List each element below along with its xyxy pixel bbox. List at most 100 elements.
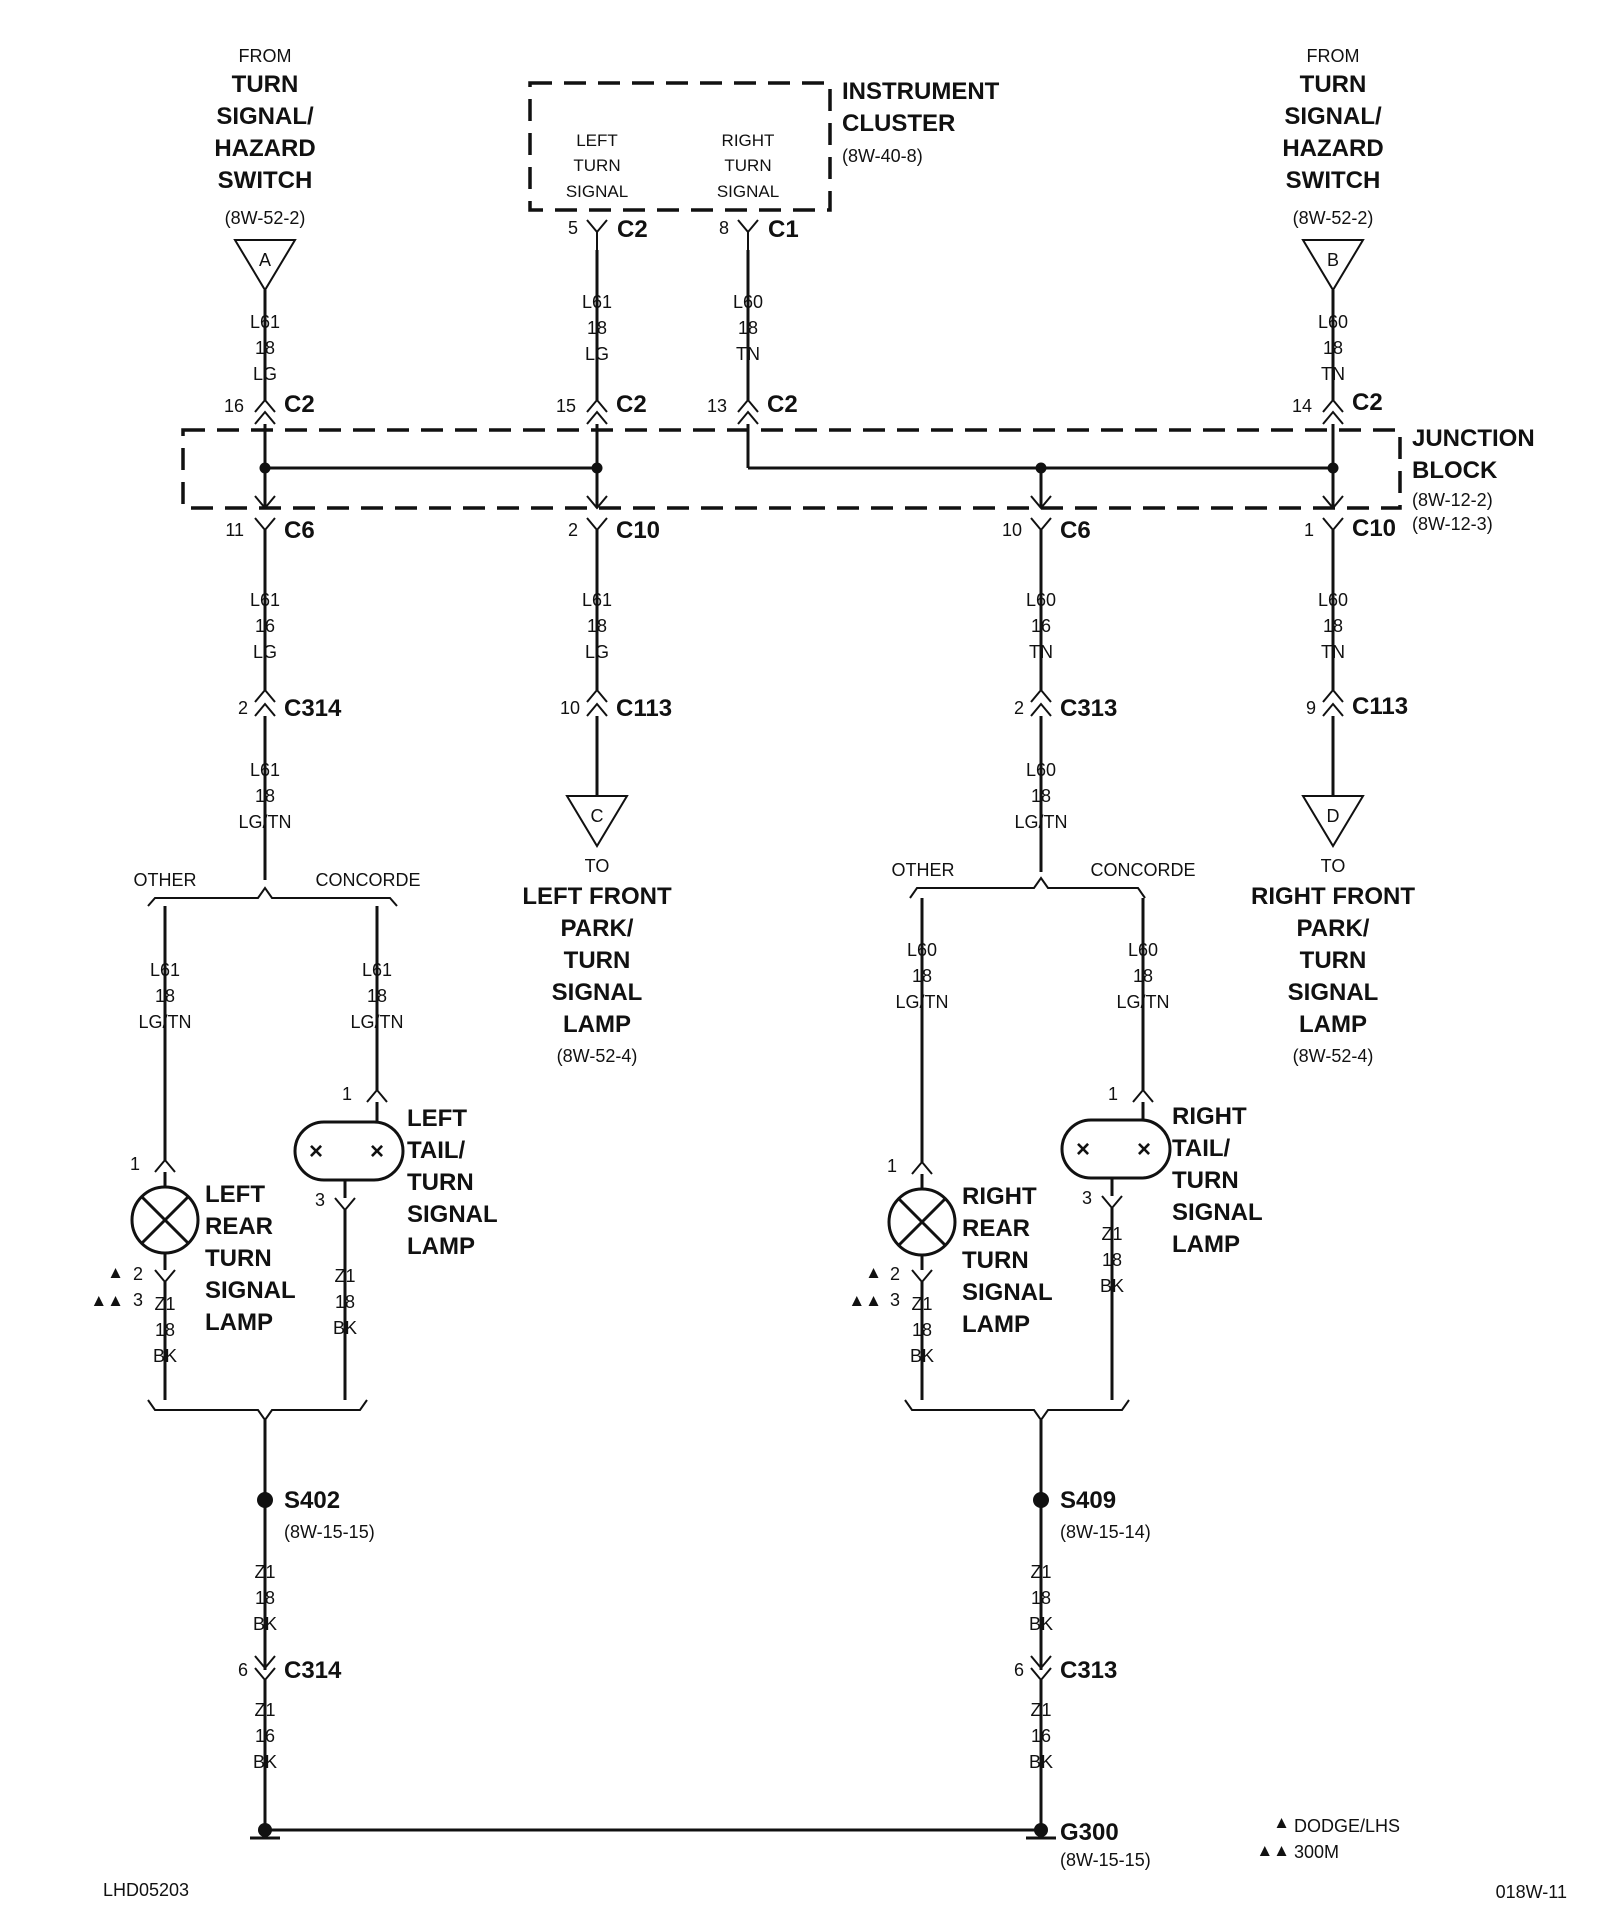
connector-symbol [254,688,276,717]
connector-symbol [154,1269,176,1284]
pin-label: 3 [890,1290,900,1310]
wire-label: L60 18 TN [733,292,763,364]
junction-title: BLOCK [1412,457,1498,484]
lamp-name: TURN [962,1247,1029,1274]
connector-symbol [1101,1195,1123,1210]
splice-ref: (8W-15-14) [1060,1522,1151,1542]
lamp-name: REAR [205,1213,273,1240]
svg-text:18: 18 [255,786,275,806]
wire-label: Z1 16 BK [253,1700,277,1772]
filament-x-icon: × [1076,1136,1090,1163]
lamp-name: RIGHT [962,1183,1037,1210]
svg-text:18: 18 [255,338,275,358]
svg-text:LG/TN: LG/TN [895,992,948,1012]
connector-symbol [1322,688,1344,717]
left-rear-branch: L61 18 LG/TN OTHER CONCORDE L61 18 LG/TN… [90,716,498,1422]
from-label: FROM [239,46,292,66]
svg-text:BK: BK [910,1346,934,1366]
svg-text:Z1: Z1 [254,1700,275,1720]
connector-label: C313 [1060,695,1117,722]
right-turn-label: SIGNAL [717,182,779,201]
from-label: FROM [1307,46,1360,66]
right-turn-label: TURN [724,156,771,175]
lamp-name: SIGNAL [1288,979,1379,1006]
lamp-name: LAMP [563,1011,631,1038]
pin-label: 1 [342,1084,352,1104]
left-tail-lamp-housing [293,1120,405,1182]
right-switch-source: FROM TURN SIGNAL/ HAZARD SWITCH (8W-52-2… [1282,46,1384,292]
lamp-name: LEFT [205,1181,265,1208]
connector-label: C2 [767,391,798,418]
connector-symbol [366,1088,388,1103]
lamp-name: TURN [1172,1167,1239,1194]
junction-input-connectors: 16 C2 15 C2 13 C2 14 C2 [224,389,1383,425]
connector-label: C2 [617,216,648,243]
splice-ref: (8W-15-15) [284,1522,375,1542]
svg-text:18: 18 [255,1588,275,1608]
connector-symbol [1322,517,1344,532]
svg-text:BK: BK [1029,1752,1053,1772]
wire-label: L61 16 LG [250,590,280,662]
svg-text:18: 18 [912,966,932,986]
inline-connectors-upper: 2 C314 10 C113 2 C313 9 C113 [238,688,1408,722]
pin-label: 14 [1292,396,1312,416]
single-triangle-marker: ▲ [107,1263,124,1282]
splice-dot [1035,462,1047,474]
pin-label: 13 [707,396,727,416]
filament-x-icon: × [309,1138,323,1165]
svg-text:LG: LG [585,642,609,662]
connector-label: C10 [616,517,660,544]
wire-label: Z1 18 BK [153,1294,177,1366]
pin-label: 10 [560,698,580,718]
connector-label: C6 [284,517,315,544]
svg-text:L60: L60 [907,940,937,960]
wire-label: Z1 16 BK [1029,1700,1053,1772]
connector-symbol [1030,517,1052,532]
lamp-name: SIGNAL [205,1277,296,1304]
filament-x-icon: × [370,1138,384,1165]
wire-label: L60 18 TN [1318,590,1348,662]
svg-text:18: 18 [155,1320,175,1340]
svg-text:L61: L61 [150,960,180,980]
svg-text:LG/TN: LG/TN [350,1012,403,1032]
svg-text:Z1: Z1 [254,1562,275,1582]
pin-label: 2 [133,1264,143,1284]
svg-text:L60: L60 [1318,590,1348,610]
wire-label: L61 18 LG [582,590,612,662]
svg-text:L60: L60 [1128,940,1158,960]
connector-label: C314 [284,695,342,722]
svg-text:Z1: Z1 [1101,1224,1122,1244]
switch-ref: (8W-52-2) [1293,208,1374,228]
svg-text:16: 16 [255,616,275,636]
lamp-name: TURN [407,1169,474,1196]
wire-label: Z1 18 BK [910,1294,934,1366]
svg-text:18: 18 [587,616,607,636]
pin-label: 3 [1082,1188,1092,1208]
wire-label: L61 18 LG [250,312,280,384]
figure-code: LHD05203 [103,1880,189,1900]
svg-text:18: 18 [335,1292,355,1312]
connector-label: C113 [616,695,672,722]
wire-label: L60 18 TN [1318,312,1348,384]
connector-label: C314 [284,1657,342,1684]
svg-text:18: 18 [738,318,758,338]
junction-output-connectors: 11 C6 2 C10 10 C6 1 C10 [225,515,1396,544]
svg-text:16: 16 [1031,616,1051,636]
pin-label: 1 [1304,520,1314,540]
pin-label: 5 [568,218,578,238]
connector-symbol [334,1197,356,1212]
svg-text:LG/TN: LG/TN [238,812,291,832]
left-turn-label: SIGNAL [566,182,628,201]
connector-label: C2 [616,391,647,418]
lamp-ref: (8W-52-4) [1293,1046,1374,1066]
cluster-outline [528,81,832,212]
connector-symbol [737,398,759,425]
right-tail-lamp-housing [1060,1118,1172,1180]
svg-text:18: 18 [912,1320,932,1340]
connector-symbol [154,1158,176,1173]
switch-name-line: HAZARD [214,135,315,162]
connector-a-label: A [259,250,271,270]
legend: ▲ DODGE/LHS ▲▲ 300M [1256,1813,1400,1862]
junction-outline [181,428,1402,510]
connector-symbol [1322,398,1344,425]
